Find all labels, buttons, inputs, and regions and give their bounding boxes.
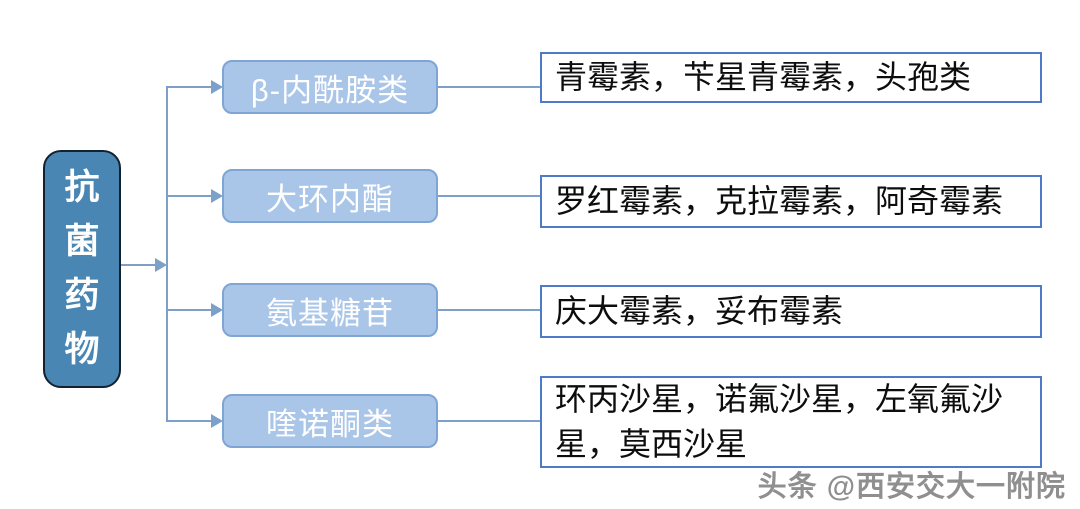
connector-branch-4 (166, 420, 212, 422)
connector-branch-2 (166, 195, 212, 197)
connector-root-line (121, 264, 157, 266)
connector-branch-3 (166, 309, 212, 311)
connector-trunk-line (166, 86, 168, 422)
detail-box-aminoglycosides: 庆大霉素，妥布霉素 (540, 285, 1042, 338)
arrow-right-icon (155, 258, 167, 272)
connector-link-1 (438, 86, 540, 88)
drug-list-text: 庆大霉素，妥布霉素 (555, 293, 844, 329)
drug-list-text: 青霉素，苄星青霉素，头孢类 (555, 59, 972, 95)
drug-list-text: 罗红霉素，克拉霉素，阿奇霉素 (555, 183, 1004, 219)
category-label: 大环内酯 (266, 181, 394, 217)
connector-link-3 (438, 309, 540, 311)
category-label: 喹诺酮类 (266, 406, 394, 442)
category-node-macrolides: 大环内酯 (222, 169, 438, 223)
detail-box-quinolones: 环丙沙星，诺氟沙星，左氧氟沙星，莫西沙星 (540, 376, 1042, 468)
arrow-right-icon (211, 189, 223, 203)
category-node-beta-lactams: β-内酰胺类 (222, 60, 438, 114)
arrow-right-icon (211, 303, 223, 317)
root-node-antibacterial-drugs: 抗菌药物 (43, 150, 121, 388)
detail-box-macrolides: 罗红霉素，克拉霉素，阿奇霉素 (540, 175, 1042, 228)
detail-box-beta-lactams: 青霉素，苄星青霉素，头孢类 (540, 52, 1042, 103)
category-label: β-内酰胺类 (250, 72, 410, 108)
category-node-quinolones: 喹诺酮类 (222, 394, 438, 448)
arrow-right-icon (211, 414, 223, 428)
category-label: 氨基糖苷 (266, 295, 394, 331)
root-node-label: 抗菌药物 (64, 168, 100, 369)
drug-list-text: 环丙沙星，诺氟沙星，左氧氟沙星，莫西沙星 (555, 381, 1004, 462)
watermark-text: 头条 @西安交大一附院 (757, 471, 1066, 503)
arrow-right-icon (211, 80, 223, 94)
connector-branch-1 (166, 86, 212, 88)
category-node-aminoglycosides: 氨基糖苷 (222, 283, 438, 337)
connector-link-4 (438, 420, 540, 422)
connector-link-2 (438, 195, 540, 197)
